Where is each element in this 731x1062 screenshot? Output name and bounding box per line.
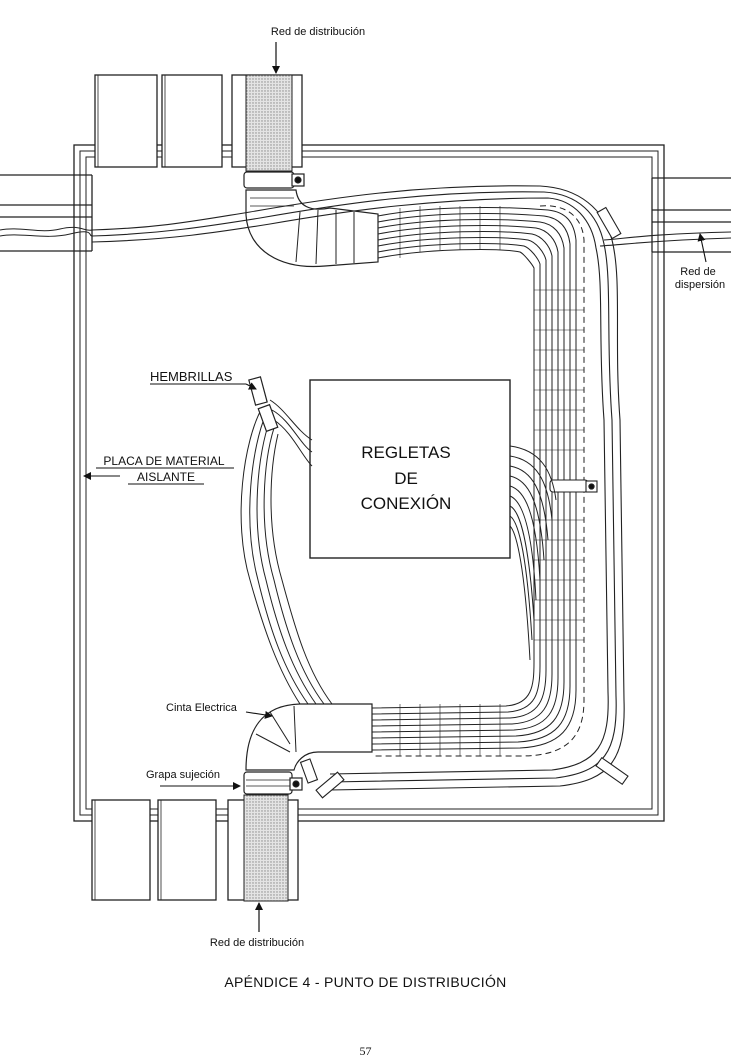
label-placa: PLACA DE MATERIAL AISLANTE	[83, 454, 234, 485]
bottom-cable-clamp	[243, 771, 303, 795]
cinta-label: Cinta Electrica	[166, 702, 238, 714]
strip-to-bundle-cables	[509, 445, 557, 661]
regletas-label-line2: DE	[394, 469, 418, 488]
red-distribucion-bottom-label: Red de distribución	[210, 937, 304, 949]
connection-strips-box: REGLETAS DE CONEXIÓN	[309, 379, 511, 559]
red-dispersion-line2: dispersión	[675, 279, 725, 291]
regletas-label-line1: REGLETAS	[361, 443, 450, 462]
right-horizontal-conduit	[651, 177, 731, 253]
dispersion-cables	[91, 185, 731, 791]
insulating-board	[73, 144, 665, 822]
label-cinta: Cinta Electrica	[166, 702, 273, 719]
loop-cable-ties	[299, 206, 629, 799]
cable-bundle	[371, 205, 585, 757]
regletas-label-line3: CONEXIÓN	[361, 494, 452, 513]
page-number: 57	[359, 1044, 372, 1058]
placa-label-line2: AISLANTE	[137, 470, 195, 484]
figure-caption: APÉNDICE 4 - PUNTO DE DISTRIBUCIÓN	[224, 974, 507, 990]
bottom-cable-elbow	[245, 703, 373, 771]
red-dispersion-line1: Red de	[680, 266, 715, 278]
hembrillas-label: HEMBRILLAS	[150, 369, 233, 384]
red-distribucion-top-label: Red de distribución	[271, 26, 365, 38]
bundle-clip	[549, 479, 598, 493]
placa-label-line1: PLACA DE MATERIAL	[103, 454, 224, 468]
top-conduits	[94, 74, 303, 172]
top-cable-clamp	[243, 171, 305, 189]
bottom-conduits	[91, 794, 299, 902]
label-red-distribucion-top: Red de distribución	[271, 26, 365, 74]
label-hembrillas: HEMBRILLAS	[150, 369, 257, 390]
grapa-label: Grapa sujeción	[146, 769, 220, 781]
label-grapa: Grapa sujeción	[146, 769, 241, 790]
label-red-distribucion-bottom: Red de distribución	[210, 902, 304, 949]
left-horizontal-conduit	[0, 174, 93, 252]
eyelet-cables	[240, 399, 333, 705]
top-cable-elbow	[245, 189, 379, 268]
label-red-dispersion: Red de dispersión	[675, 233, 725, 291]
eyelets	[248, 376, 279, 433]
